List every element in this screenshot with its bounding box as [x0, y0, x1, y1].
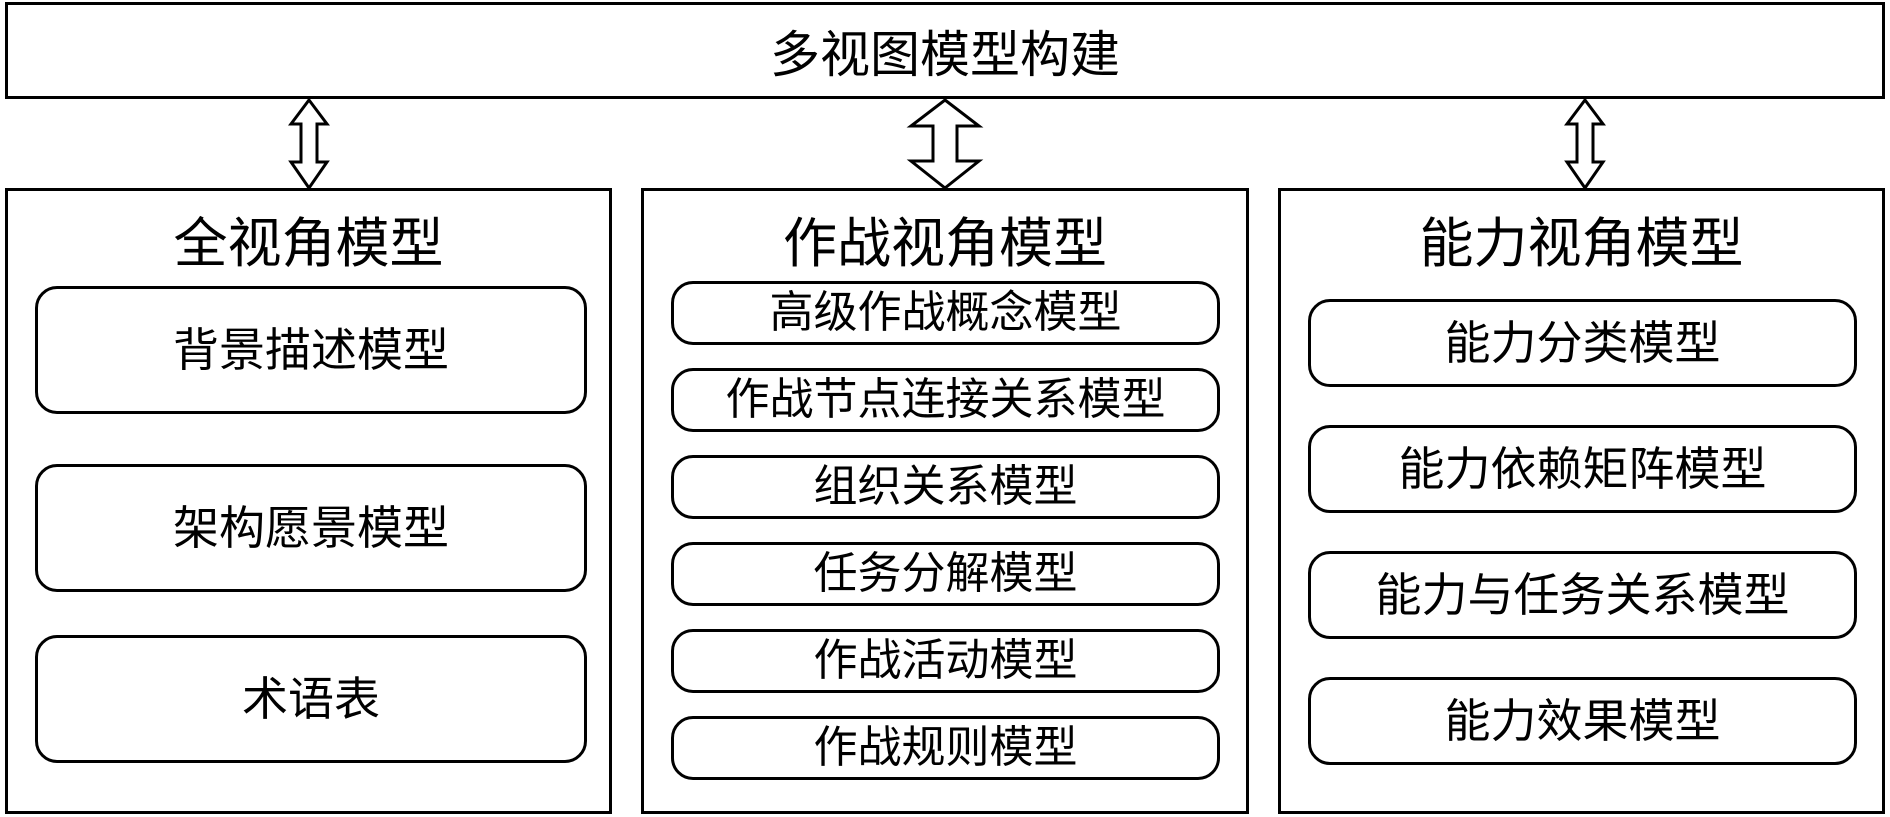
model-item: 作战节点连接关系模型 [671, 368, 1220, 432]
all-viewpoint-panel: 全视角模型 背景描述模型 架构愿景模型 术语表 [5, 188, 612, 814]
capability-viewpoint-panel: 能力视角模型 能力分类模型 能力依赖矩阵模型 能力与任务关系模型 能力效果模型 [1278, 188, 1885, 814]
double-arrow-left [288, 97, 330, 191]
model-item: 能力与任务关系模型 [1308, 551, 1857, 639]
model-item: 高级作战概念模型 [671, 281, 1220, 345]
capability-viewpoint-title: 能力视角模型 [1419, 212, 1744, 275]
model-item: 作战规则模型 [671, 716, 1220, 780]
model-item: 能力分类模型 [1308, 299, 1857, 387]
model-item: 背景描述模型 [35, 286, 587, 414]
model-item: 能力依赖矩阵模型 [1308, 425, 1857, 513]
operational-viewpoint-title: 作战视角模型 [783, 212, 1107, 275]
model-item: 任务分解模型 [671, 542, 1220, 606]
multi-view-model-header: 多视图模型构建 [5, 2, 1885, 99]
header-title: 多视图模型构建 [770, 25, 1120, 84]
double-arrow-right [1564, 97, 1606, 191]
all-viewpoint-title: 全视角模型 [173, 212, 444, 275]
model-item: 术语表 [35, 635, 587, 763]
operational-viewpoint-panel: 作战视角模型 高级作战概念模型 作战节点连接关系模型 组织关系模型 任务分解模型… [641, 188, 1249, 814]
model-item: 作战活动模型 [671, 629, 1220, 693]
model-item: 能力效果模型 [1308, 677, 1857, 765]
model-item: 组织关系模型 [671, 455, 1220, 519]
model-item: 架构愿景模型 [35, 464, 587, 592]
double-arrow-middle [906, 98, 984, 190]
